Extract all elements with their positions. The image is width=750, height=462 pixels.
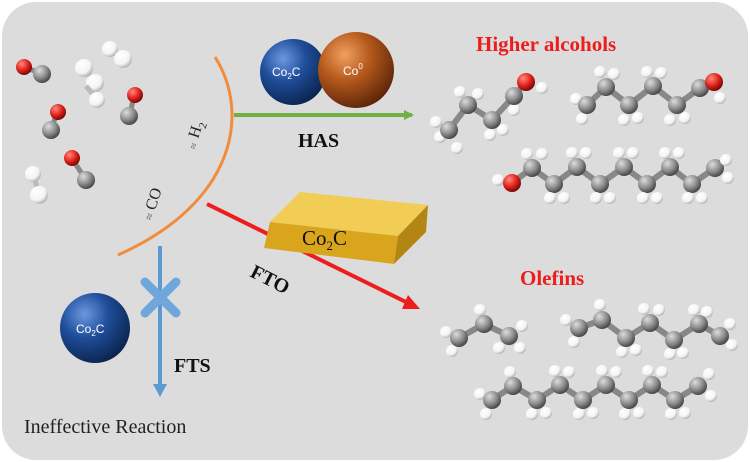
long-olefin-molecule	[474, 365, 717, 420]
fts-label: FTS	[174, 355, 211, 377]
higher-alcohols-title: Higher alcohols	[476, 32, 616, 56]
fto-label: FTO	[247, 261, 293, 299]
has-label: HAS	[298, 130, 339, 152]
h2-adsorb-mark: ≈	[187, 141, 200, 150]
svg-text:Co2C: Co2C	[76, 322, 105, 338]
catalyst-surface-curve	[117, 56, 234, 257]
x-cross-icon	[140, 277, 181, 318]
propanol-molecule	[430, 73, 548, 154]
gas-molecules	[16, 41, 143, 204]
h2-molecule	[75, 59, 104, 92]
fts-arrowhead	[153, 384, 167, 397]
propene-molecule	[440, 304, 528, 357]
fto-arrowhead	[402, 295, 420, 309]
svg-text:Co2C: Co2C	[272, 65, 301, 81]
svg-text:Co0: Co0	[343, 62, 363, 78]
olefins-title: Olefins	[520, 266, 584, 290]
co-adsorb-mark: ≈	[142, 211, 157, 222]
long-alcohol-molecule	[492, 147, 734, 204]
co2c-fts-sphere: Co2C	[60, 293, 130, 363]
h2-molecule	[25, 166, 48, 204]
co-molecule	[120, 87, 143, 125]
ineffective-reaction-label: Ineffective Reaction	[24, 416, 186, 438]
fto-arrow	[206, 202, 411, 306]
co0-sphere: Co0	[318, 32, 394, 108]
h2-molecule	[102, 41, 132, 68]
co-molecule	[42, 104, 66, 139]
hexene-molecule	[560, 299, 738, 360]
co-molecule	[64, 150, 95, 189]
co-label: CO	[143, 186, 166, 212]
co2c-block: Co2C	[264, 192, 428, 264]
h2-label: H2	[186, 119, 210, 141]
co2c-sphere: Co2C	[260, 39, 326, 105]
svg-text:Co2C: Co2C	[302, 226, 347, 253]
co-molecule	[16, 59, 51, 83]
pentanol-molecule	[570, 66, 726, 126]
h2-molecule	[84, 84, 105, 108]
